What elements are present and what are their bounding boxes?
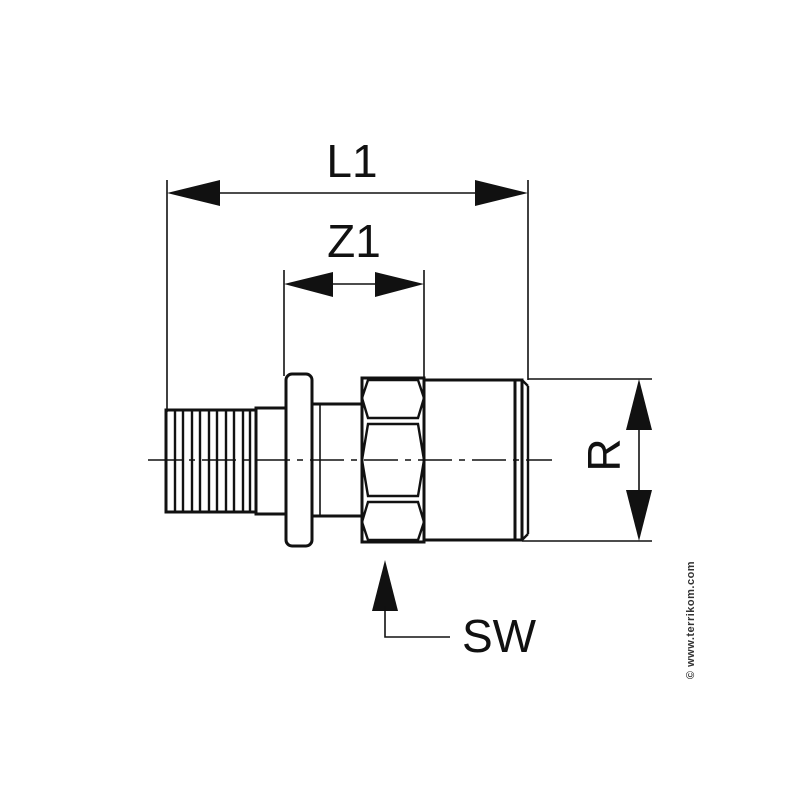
r-arrow-top	[626, 379, 652, 430]
thread-chamfer-top	[521, 379, 529, 387]
press-sleeve	[164, 408, 258, 514]
dimension-sw: SW	[372, 560, 537, 662]
z1-arrow-left	[284, 272, 333, 297]
dimension-l1: L1	[166, 135, 529, 412]
sleeve-neck	[254, 406, 288, 516]
z1-label: Z1	[327, 215, 381, 267]
dimension-z1: Z1	[283, 215, 425, 380]
r-label: R	[578, 438, 630, 471]
hex-flat-middle	[360, 422, 426, 498]
hex-flat-bottom	[360, 500, 426, 542]
fitting-body	[148, 372, 552, 548]
thread-chamfer-bottom	[521, 533, 529, 541]
hex-flat-top	[360, 378, 426, 420]
sw-leader-line	[384, 606, 450, 638]
l1-arrow-left	[167, 180, 220, 206]
sw-arrow	[372, 560, 398, 611]
copyright-credit: © www.terrikom.com	[685, 561, 697, 679]
z1-arrow-right	[375, 272, 424, 297]
dimension-r: R	[522, 378, 652, 542]
l1-label: L1	[326, 135, 377, 187]
l1-arrow-right	[475, 180, 528, 206]
r-arrow-bottom	[626, 490, 652, 541]
sw-label: SW	[462, 610, 537, 662]
